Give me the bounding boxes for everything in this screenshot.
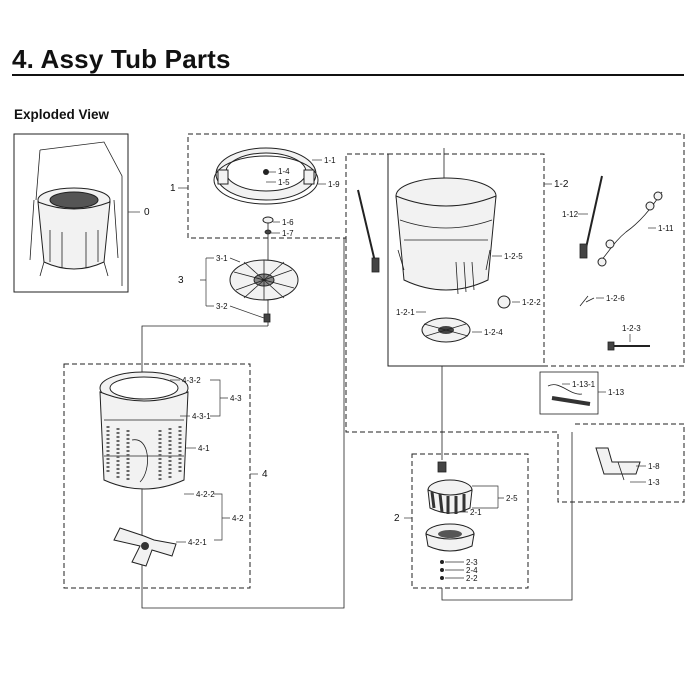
- label-assembly-1: 1: [170, 183, 176, 194]
- group-1-extension-boundary: [345, 238, 685, 503]
- label-4-3: 4-3: [230, 394, 242, 403]
- label-4-1: 4-1: [198, 444, 210, 453]
- label-assembly-2: 2: [394, 513, 400, 524]
- label-assembly-0: 0: [144, 207, 150, 218]
- label-1-7: 1-7: [282, 229, 294, 238]
- label-4-3-2: 4-3-2: [182, 376, 201, 385]
- label-2-5: 2-5: [506, 494, 518, 503]
- drain-hose-part: [539, 371, 599, 415]
- tub-small-parts: [421, 295, 650, 351]
- wire-harness-part: [597, 191, 663, 267]
- label-1-13-1: 1-13-1: [572, 380, 596, 389]
- label-1-12: 1-12: [562, 210, 579, 219]
- drive-motor-part: [425, 461, 475, 580]
- label-2-3: 2-3: [466, 558, 478, 567]
- assembly-overview-thumbnail: [13, 133, 129, 293]
- group-4-boundary: [63, 363, 251, 589]
- label-1-11: 1-11: [658, 224, 674, 233]
- label-4-2: 4-2: [232, 514, 244, 523]
- label-2-2: 2-2: [466, 574, 478, 583]
- inner-basket-part: [99, 371, 189, 567]
- label-4-2-1: 4-2-1: [188, 538, 207, 547]
- group-2-boundary: [411, 453, 529, 589]
- label-1-8: 1-8: [648, 462, 660, 471]
- label-1-2-1: 1-2-1: [396, 308, 415, 317]
- label-1-13: 1-13: [608, 388, 625, 397]
- label-4-3-1: 4-3-1: [192, 412, 211, 421]
- label-2-4: 2-4: [466, 566, 478, 575]
- suspension-rod-part: [357, 175, 603, 273]
- label-assembly-4: 4: [262, 469, 268, 480]
- pulsator-part: [229, 259, 299, 323]
- page-title: 4. Assy Tub Parts: [12, 44, 231, 74]
- label-1-2-2: 1-2-2: [522, 298, 541, 307]
- label-1-5: 1-5: [278, 178, 290, 187]
- label-1-1: 1-1: [324, 156, 336, 165]
- section-subtitle: Exploded View: [14, 107, 110, 122]
- label-1-4: 1-4: [278, 167, 290, 176]
- label-1-6: 1-6: [282, 218, 294, 227]
- tub-cover-part: [213, 147, 319, 205]
- label-assembly-1-2: 1-2: [554, 179, 569, 190]
- label-assembly-3: 3: [178, 275, 184, 286]
- bracket-part: [595, 447, 641, 481]
- label-4-2-2: 4-2-2: [196, 490, 215, 499]
- title-rule: [12, 74, 684, 76]
- label-1-2-3: 1-2-3: [622, 324, 641, 333]
- label-3-2: 3-2: [216, 302, 228, 311]
- label-1-2-5: 1-2-5: [504, 252, 523, 261]
- outer-tub-part: [395, 177, 497, 295]
- label-1-3: 1-3: [648, 478, 660, 487]
- label-1-9: 1-9: [328, 180, 340, 189]
- label-3-1: 3-1: [216, 254, 228, 263]
- label-2-1: 2-1: [470, 508, 482, 517]
- label-1-2-6: 1-2-6: [606, 294, 625, 303]
- label-1-2-4: 1-2-4: [484, 328, 503, 337]
